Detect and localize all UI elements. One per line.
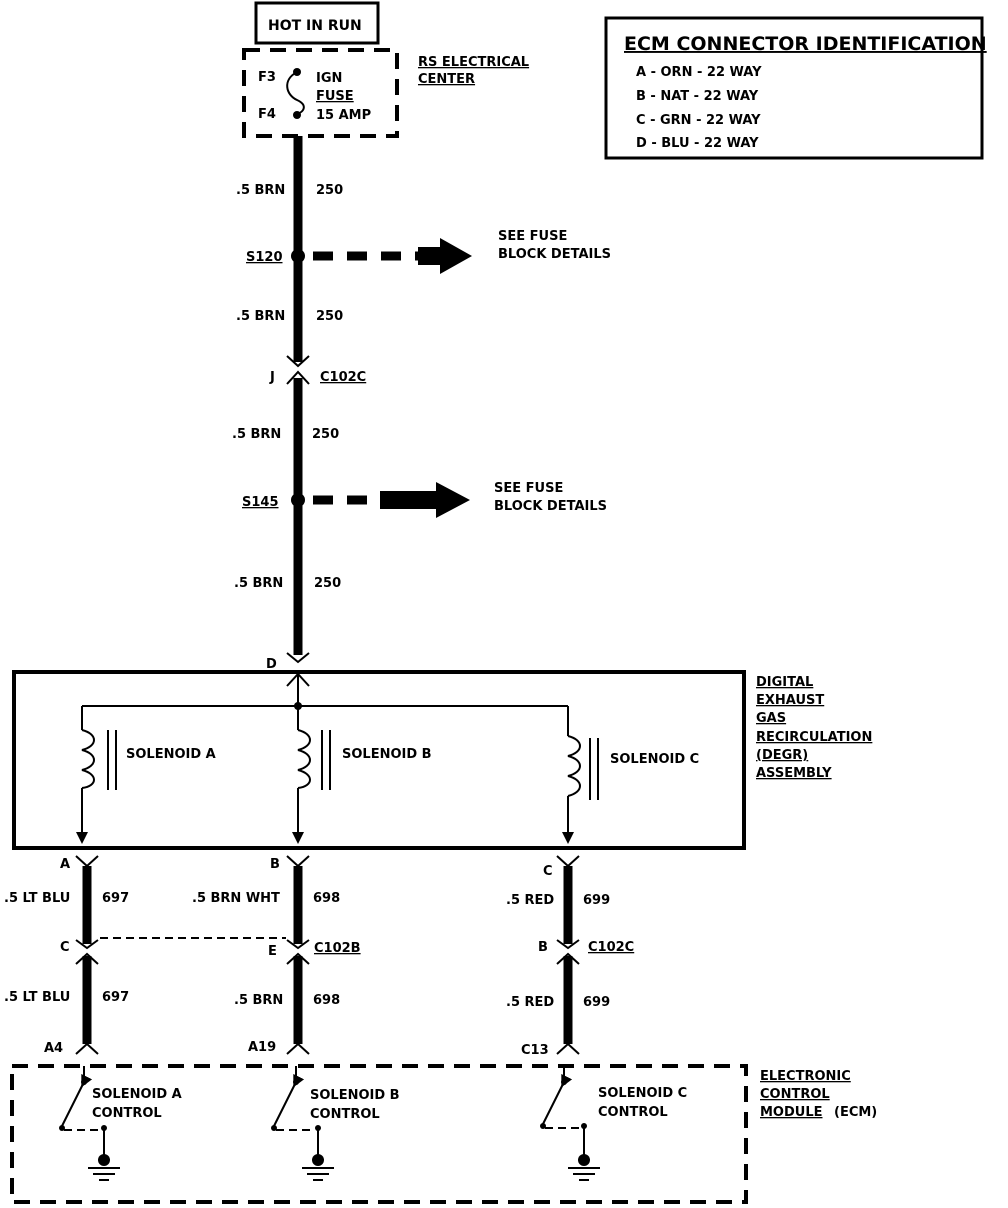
see-fuse-arrow-2 xyxy=(380,482,470,518)
branch-a-circuit-1: 697 xyxy=(102,891,129,906)
branch-c-conn-pin: B xyxy=(538,940,548,955)
main-wire-circuit-1: 250 xyxy=(316,183,343,198)
ecm-ctrl-c-line2: CONTROL xyxy=(598,1105,668,1120)
solenoid-b-coil-icon xyxy=(297,729,311,789)
branch-c-pin-top: C xyxy=(543,864,553,879)
main-wire-gauge-4: .5 BRN xyxy=(234,576,283,591)
ecm-label-1: ELECTRONIC xyxy=(760,1069,851,1084)
branch-c-gauge-2: .5 RED xyxy=(506,995,554,1010)
fuse-label-amp: 15 AMP xyxy=(316,108,371,123)
rs-center-label-1: RS ELECTRICAL xyxy=(418,55,529,70)
main-wire: .5 BRN 250 S120 SEE FUSE BLOCK DETAILS .… xyxy=(232,136,611,687)
hot-in-run-label: HOT IN RUN xyxy=(268,18,362,34)
degr-label-3: GAS xyxy=(756,711,786,726)
ecm-label: ELECTRONIC CONTROL MODULE (ECM) xyxy=(760,1069,877,1120)
degr-label-4: RECIRCULATION xyxy=(756,730,872,745)
branch-b-pin-top: B xyxy=(270,857,280,872)
ecm-module: SOLENOID A CONTROL SOLENOID B CONTROL xyxy=(10,1064,748,1204)
branch-c-circuit-1: 699 xyxy=(583,893,610,908)
branch-c-circuit-2: 699 xyxy=(583,995,610,1010)
main-wire-gauge-3: .5 BRN xyxy=(232,427,281,442)
ecm-ctrl-b-line2: CONTROL xyxy=(310,1107,380,1122)
branch-a-gauge-1: .5 LT BLU xyxy=(4,891,70,906)
branch-c-gauge-1: .5 RED xyxy=(506,893,554,908)
branch-c: C .5 RED 699 B C102C .5 RED 699 C13 xyxy=(506,855,634,1058)
solenoid-c-switch-icon xyxy=(540,1066,600,1181)
hot-in-run-box: HOT IN RUN xyxy=(254,1,380,45)
see-fuse-arrow-1 xyxy=(418,238,472,274)
main-wire-circuit-2: 250 xyxy=(316,309,343,324)
solenoid-a-label: SOLENOID A xyxy=(126,747,216,762)
splice-s145-label: S145 xyxy=(242,495,279,510)
fuse-pin-f3: F3 xyxy=(258,70,276,85)
splice-s145-dot xyxy=(291,493,305,507)
solenoid-a-coil-icon xyxy=(81,729,95,789)
solenoid-c-label: SOLENOID C xyxy=(610,752,699,767)
degr-label-6: ASSEMBLY xyxy=(756,766,832,781)
splice-s120-dot xyxy=(291,249,305,263)
rs-center-label-2: CENTER xyxy=(418,72,475,87)
main-wire-circuit-3: 250 xyxy=(312,427,339,442)
degr-label-5: (DEGR) xyxy=(756,748,808,763)
branch-a-ecm-pin: A4 xyxy=(44,1041,63,1056)
branch-c-ecm-pin: C13 xyxy=(521,1043,549,1058)
branch-b-conn-name: C102B xyxy=(314,941,361,956)
degr-pin-d: D xyxy=(266,657,277,672)
main-wire-gauge-2: .5 BRN xyxy=(236,309,285,324)
branch-b-circuit-1: 698 xyxy=(313,891,340,906)
degr-label: DIGITAL EXHAUST GAS RECIRCULATION (DEGR)… xyxy=(756,675,872,781)
solenoid-c-coil-icon xyxy=(567,735,581,797)
branch-b: B .5 BRN WHT 698 E C102B .5 BRN 698 A19 xyxy=(192,855,361,1055)
main-wire-gauge-1: .5 BRN xyxy=(236,183,285,198)
ecm-id-line-c: C - GRN - 22 WAY xyxy=(636,113,761,128)
connector-c102c-label: C102C xyxy=(320,370,366,385)
connector-c102c-top xyxy=(286,355,310,368)
ecm-id-line-b: B - NAT - 22 WAY xyxy=(636,89,759,104)
ecm-id-title: ECM CONNECTOR IDENTIFICATION xyxy=(624,33,987,55)
fuse-label-ign: IGN xyxy=(316,71,342,86)
ecm-id-line-d: D - BLU - 22 WAY xyxy=(636,136,759,151)
branch-b-conn-pin: E xyxy=(268,944,277,959)
ecm-id-line-a: A - ORN - 22 WAY xyxy=(636,65,762,80)
degr-assembly: SOLENOID A SOLENOID B SOLENOID C xyxy=(12,670,746,850)
branch-a-circuit-2: 697 xyxy=(102,990,129,1005)
fuse-pin-f4: F4 xyxy=(258,107,276,122)
degr-label-2: EXHAUST xyxy=(756,693,824,708)
solenoid-b-label: SOLENOID B xyxy=(342,747,432,762)
solenoid-a-switch-icon xyxy=(59,1066,120,1181)
splice-s120-label: S120 xyxy=(246,250,283,265)
degr-label-1: DIGITAL xyxy=(756,675,813,690)
connector-j-pin: J xyxy=(269,370,275,385)
see-fuse-2-line2: BLOCK DETAILS xyxy=(494,499,607,514)
branch-b-gauge-2: .5 BRN xyxy=(234,993,283,1008)
ecm-ctrl-a-line1: SOLENOID A xyxy=(92,1087,182,1102)
ecm-connector-id-box: ECM CONNECTOR IDENTIFICATION A - ORN - 2… xyxy=(604,16,987,160)
branch-a-conn-pin: C xyxy=(60,940,70,955)
rs-electrical-center: F3 F4 IGN FUSE 15 AMP RS ELECTRICAL CENT… xyxy=(242,48,529,138)
branch-b-circuit-2: 698 xyxy=(313,993,340,1008)
fuse-icon xyxy=(286,71,305,115)
see-fuse-2-line1: SEE FUSE xyxy=(494,481,563,496)
ecm-label-2: CONTROL xyxy=(760,1087,830,1102)
branch-a-gauge-2: .5 LT BLU xyxy=(4,990,70,1005)
main-wire-circuit-4: 250 xyxy=(314,576,341,591)
branch-b-ecm-pin: A19 xyxy=(248,1040,276,1055)
fuse-label-fuse: FUSE xyxy=(316,89,354,104)
ecm-ctrl-c-line1: SOLENOID C xyxy=(598,1086,687,1101)
branch-a-pin-top: A xyxy=(60,857,70,872)
ecm-label-abbr: (ECM) xyxy=(834,1105,877,1120)
branch-a: A .5 LT BLU 697 C .5 LT BLU 697 A4 xyxy=(4,855,129,1056)
see-fuse-1-line1: SEE FUSE xyxy=(498,229,567,244)
see-fuse-1-line2: BLOCK DETAILS xyxy=(498,247,611,262)
connector-c102c-bottom xyxy=(286,370,310,385)
branch-c-conn-name: C102C xyxy=(588,940,634,955)
ecm-label-3: MODULE xyxy=(760,1105,823,1120)
ecm-ctrl-a-line2: CONTROL xyxy=(92,1106,162,1121)
ecm-ctrl-b-line1: SOLENOID B xyxy=(310,1088,400,1103)
branch-b-gauge-1: .5 BRN WHT xyxy=(192,891,280,906)
solenoid-b-switch-icon xyxy=(271,1066,334,1181)
